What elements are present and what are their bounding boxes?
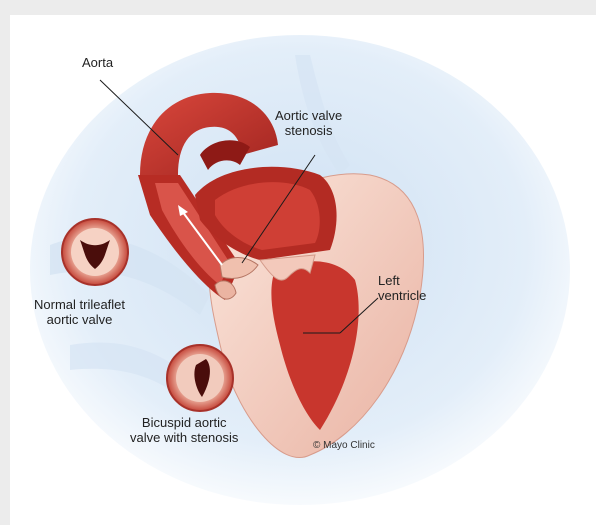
normal-valve-label-line1: Normal trileaflet — [34, 297, 125, 312]
aortic-valve-stenosis-label: Aortic valve stenosis — [275, 108, 342, 138]
aorta-label-text: Aorta — [82, 55, 113, 70]
left-ventricle-label-line2: ventricle — [378, 288, 426, 303]
left-ventricle-label-line1: Left — [378, 273, 426, 288]
stenosis-label-line2: stenosis — [275, 123, 342, 138]
illustration-frame: Aorta Aortic valve stenosis Left ventric… — [10, 15, 596, 525]
stenosis-label-line1: Aortic valve — [275, 108, 342, 123]
copyright-credit: © Mayo Clinic — [313, 440, 375, 451]
copyright-text: © Mayo Clinic — [313, 440, 375, 451]
bicuspid-valve-label: Bicuspid aortic valve with stenosis — [130, 415, 238, 445]
normal-valve-label-line2: aortic valve — [34, 312, 125, 327]
bicuspid-valve-label-line1: Bicuspid aortic — [130, 415, 238, 430]
bicuspid-valve-label-line2: valve with stenosis — [130, 430, 238, 445]
heart-illustration — [10, 15, 596, 525]
left-ventricle-label: Left ventricle — [378, 273, 426, 303]
aorta-label: Aorta — [82, 55, 113, 70]
normal-valve-label: Normal trileaflet aortic valve — [34, 297, 125, 327]
